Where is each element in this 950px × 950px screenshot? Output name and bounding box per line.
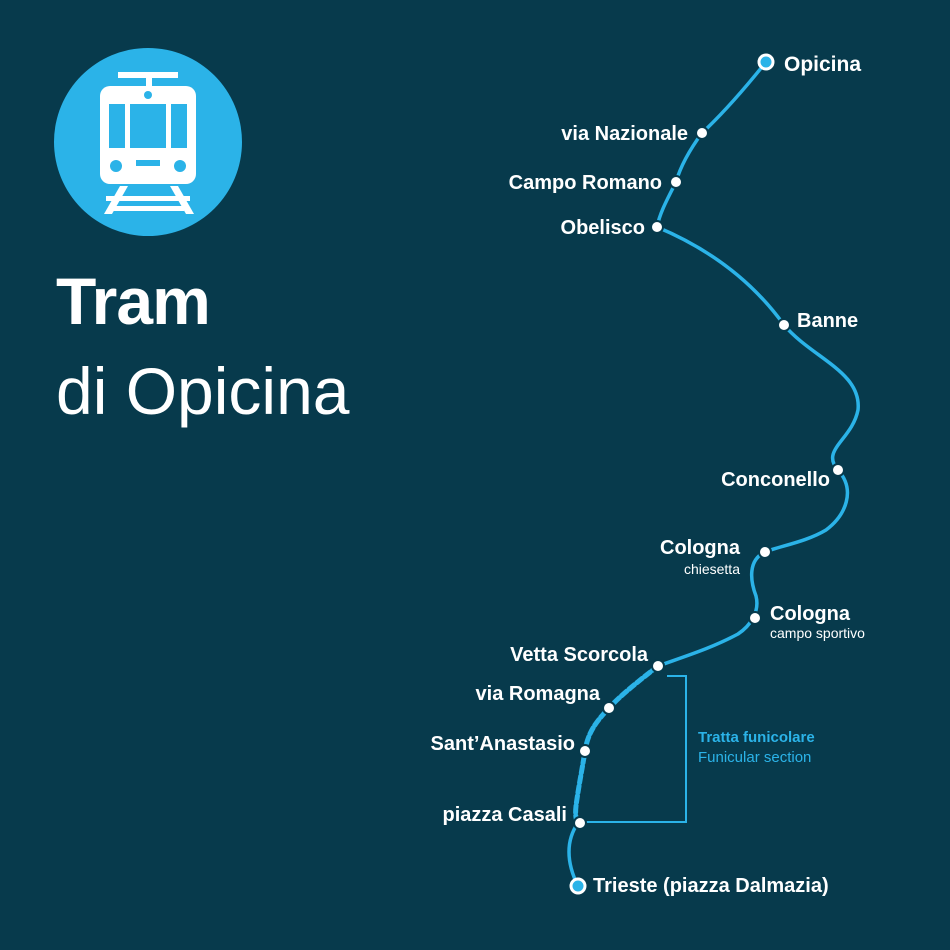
stop-label-cologna-chiesetta: Cologna [660, 537, 741, 559]
stop-marker-piazza-casali [573, 816, 587, 830]
stop-marker-sant-anastasio [578, 744, 592, 758]
stop-marker-via-romagna [602, 701, 616, 715]
stop-marker-via-nazionale [695, 126, 709, 140]
stop-marker-banne [777, 318, 791, 332]
stop-label-via-nazionale: via Nazionale [561, 123, 688, 145]
stop-marker-trieste [569, 877, 587, 895]
stop-marker-obelisco [650, 220, 664, 234]
page-title: Tram [56, 264, 211, 338]
stop-label-piazza-casali: piazza Casali [442, 804, 567, 826]
stop-label-opicina: Opicina [784, 53, 861, 76]
stop-label-trieste: Trieste (piazza Dalmazia) [593, 875, 829, 897]
stop-label-campo-romano: Campo Romano [509, 172, 662, 194]
stop-marker-cologna-campo [748, 611, 762, 625]
stop-marker-opicina [757, 53, 775, 71]
stop-label-vetta-scorcola: Vetta Scorcola [510, 644, 649, 666]
stop-sublabel-cologna-chiesetta: chiesetta [684, 561, 740, 577]
funicular-label-it: Tratta funicolare [698, 729, 815, 746]
tram-route-line-end [567, 821, 580, 888]
stop-marker-campo-romano [669, 175, 683, 189]
stop-sublabel-cologna-campo: campo sportivo [770, 625, 865, 641]
stop-marker-conconello [831, 463, 845, 477]
funicular-label-en: Funicular section [698, 749, 811, 766]
stop-label-cologna-campo: Cologna [770, 603, 851, 625]
stop-label-conconello: Conconello [721, 469, 830, 491]
page-subtitle: di Opicina [56, 354, 350, 428]
stop-label-obelisco: Obelisco [561, 217, 645, 239]
stop-label-via-romagna: via Romagna [476, 683, 601, 705]
tram-icon [54, 48, 242, 236]
stop-label-sant-anastasio: Sant’Anastasio [431, 733, 575, 755]
stop-marker-vetta-scorcola [651, 659, 665, 673]
stop-label-banne: Banne [797, 310, 858, 332]
stop-marker-cologna-chiesetta [758, 545, 772, 559]
funicular-bracket [583, 675, 687, 823]
